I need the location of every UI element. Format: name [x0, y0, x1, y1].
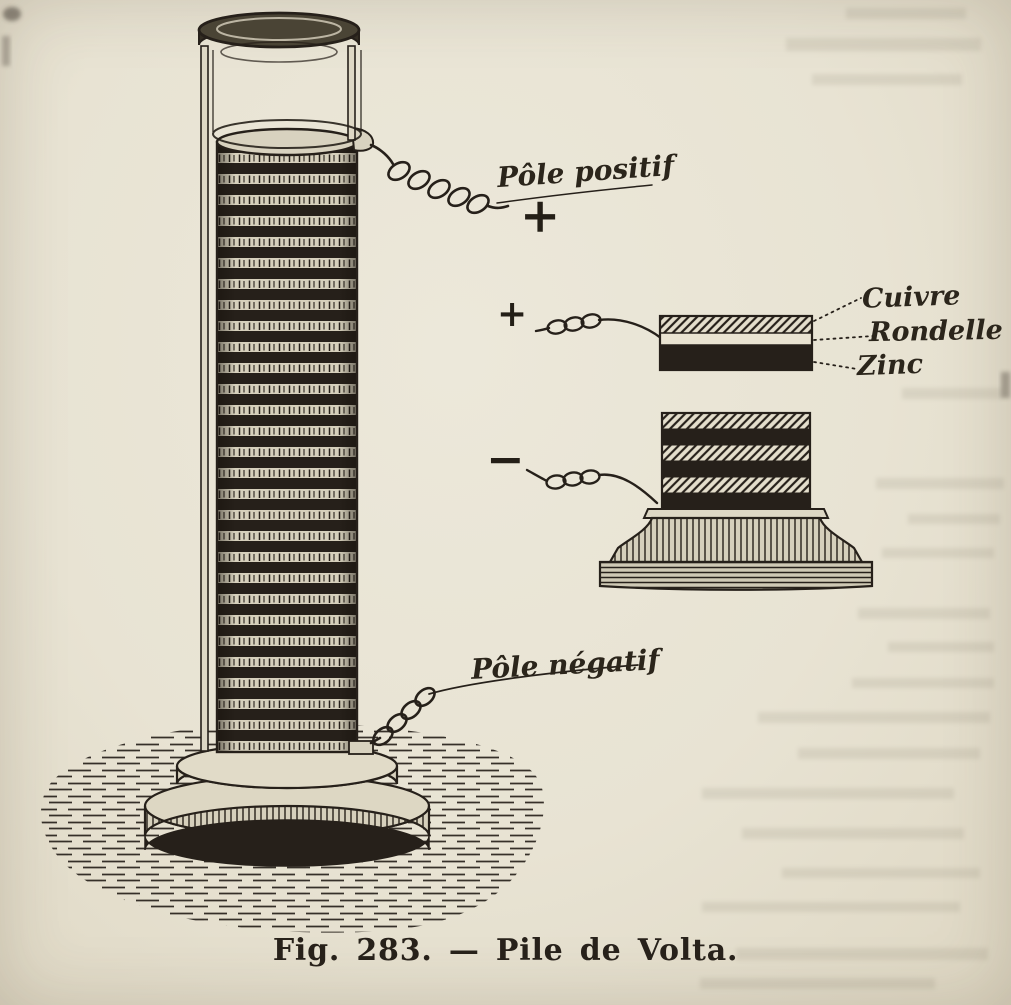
stand-flare	[608, 516, 864, 564]
copper-layer	[660, 316, 812, 333]
plus-sign-main: +	[520, 188, 561, 244]
negative-wire-coil	[348, 664, 639, 755]
cell-coil	[534, 313, 663, 340]
plus-sign-cell: +	[497, 293, 528, 335]
stack-top-rim	[215, 127, 359, 157]
minus-sign: −	[486, 432, 525, 486]
label-zinc: Zinc	[856, 348, 924, 383]
pile-base	[143, 742, 431, 867]
leader-lines	[813, 297, 874, 370]
zinc-layer	[660, 345, 812, 370]
stand-detail	[525, 411, 874, 591]
terminal-spout	[350, 126, 375, 152]
glass-rim	[212, 119, 362, 149]
frame-rods-and-lid	[197, 11, 362, 752]
washer-layer	[660, 333, 812, 345]
left-rod	[200, 45, 209, 752]
negative-terminal-tab	[348, 740, 374, 755]
stand-slab	[598, 560, 874, 591]
stand-lip	[642, 508, 830, 519]
positive-wire-coil	[369, 143, 653, 215]
label-rondelle: Rondelle	[868, 314, 1004, 349]
voltaic-pile-stack	[215, 126, 375, 754]
cell-detail	[534, 297, 874, 372]
figure-caption: Fig. 283. — Pile de Volta.	[272, 933, 739, 968]
label-cuivre: Cuivre	[861, 280, 961, 315]
ink-bleedthrough	[700, 8, 1004, 989]
stand-coil	[525, 468, 659, 505]
page-edge-marks	[2, 7, 1010, 398]
